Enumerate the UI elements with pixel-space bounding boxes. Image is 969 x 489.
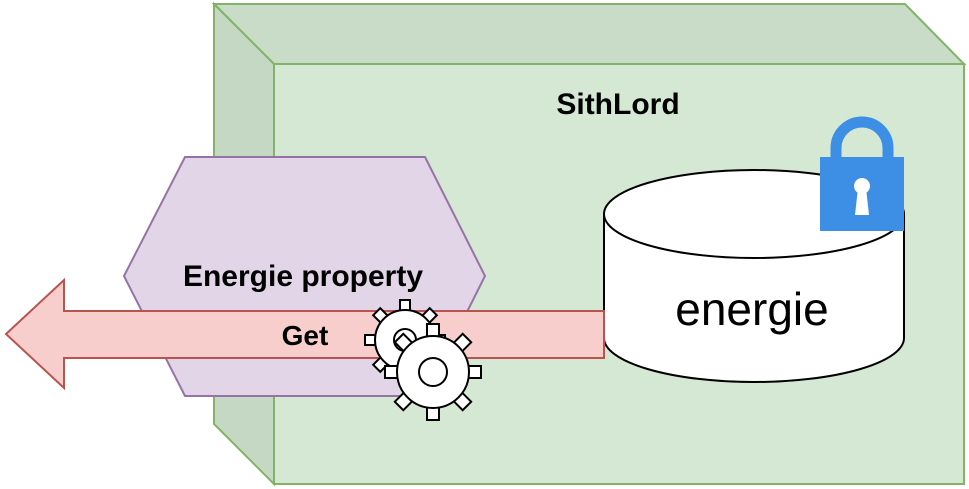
gear-large-icon [384,323,482,421]
get-arrow: Get [4,277,605,391]
class-title: SithLord [556,88,679,121]
cylinder-body [603,213,905,383]
lock-icon [820,116,904,231]
arrow-label: Get [282,320,329,351]
box-top-face [211,3,967,65]
property-label: Energie property [183,260,423,293]
field-label: energie [675,283,828,335]
arrow-shape [4,277,605,391]
gears-icon [364,299,482,421]
